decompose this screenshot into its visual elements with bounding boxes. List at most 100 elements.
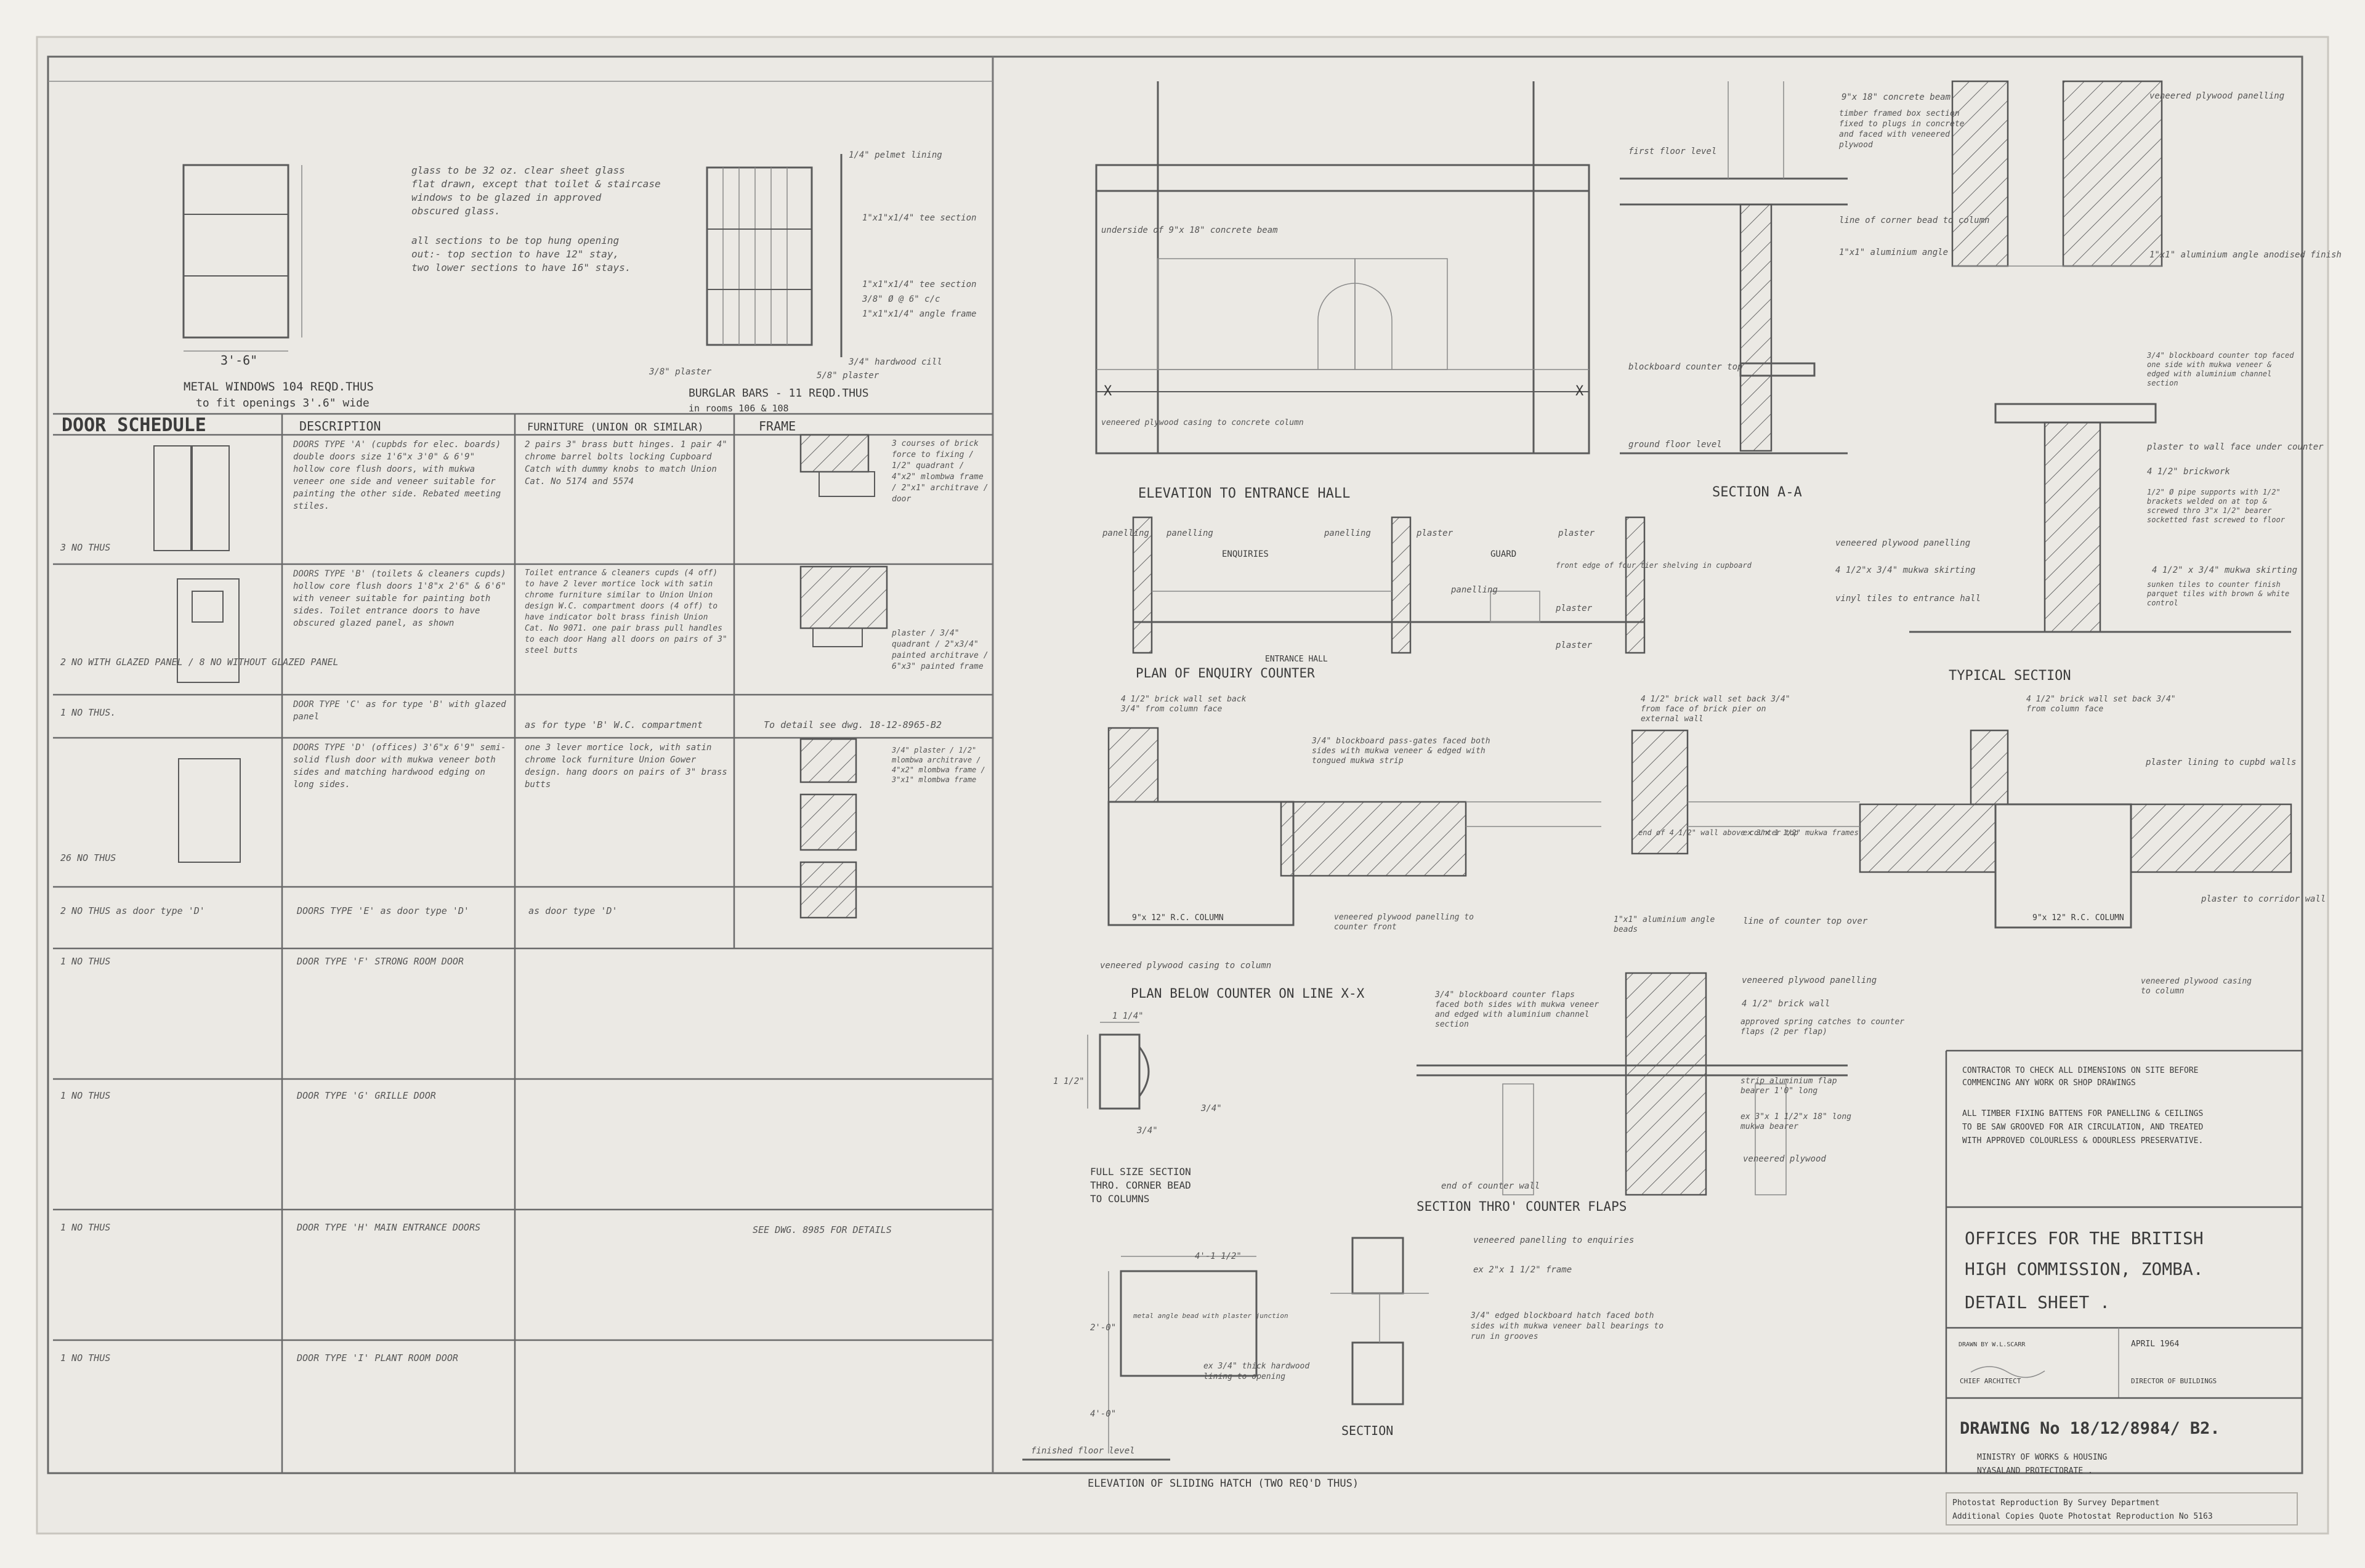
hatch-elevation-title: ELEVATION OF SLIDING HATCH (TWO REQ'D TH… [1088,1477,1359,1490]
door-schedule-grid [53,413,993,1473]
signature-mark [1970,1366,2045,1378]
hatch-dim-2: 2'-0" [1090,1323,1116,1333]
counter-label-13: plaster to corridor wall [2201,894,2326,904]
counter-label-4: 4 1/2" brick wall set back 3/4" from col… [2026,695,2176,714]
elevation-label-1: underside of 9"x 18" concrete beam [1101,225,1278,235]
flaps-label-5: strip aluminium flap bearer 1'0" long [1740,1077,1837,1096]
row4-qty: 26 NO THUS [60,852,116,863]
row3-desc: DOOR TYPE 'C' as for type 'B' with glaze… [293,700,506,722]
sliding-hatch-elevation [1022,1256,1258,1461]
flaps-label-3: 4 1/2" brick wall [1742,999,1830,1009]
corner-bead-section [1087,1022,1150,1110]
window-note-1: glass to be 32 oz. clear sheet glass [411,164,625,176]
enquiry-label-8: front edge of four tier shelving in cupb… [1556,561,1752,570]
enquiry-label-1: panelling [1102,528,1149,538]
notes-line-2: COMMENCING ANY WORK OR SHOP DRAWINGS [1962,1078,2136,1088]
enquiry-label-11: ENTRANCE HALL [1265,655,1328,664]
enquiry-label-2: panelling [1166,528,1213,538]
counter-flaps-section [1417,972,1848,1196]
row7-desc: DOOR TYPE 'G' GRILLE DOOR [296,1090,436,1101]
enquiry-label-7: GUARD [1490,549,1516,559]
typical-label-5: 4 1/2" brickwork [2147,467,2230,477]
notes-line-5: WITH APPROVED COLOURLESS & ODOURLESS PRE… [1962,1136,2203,1146]
row3-furn: as for type 'B' W.C. compartment [525,719,703,730]
section-aa [1620,81,1848,455]
burglar-note-6: 3/4" hardwood cill [848,357,942,367]
typical-label-3: 3/4" blockboard counter top faced one si… [2147,351,2294,387]
window-note-4: obscured glass. [411,205,501,217]
row2-furn: Toilet entrance & cleaners cupds (4 off)… [525,568,727,655]
title-line-2: HIGH COMMISSION, ZOMBA. [1965,1259,2204,1279]
corner-dim-4: 3/4" [1200,1104,1222,1113]
row9-qty: 1 NO THUS [60,1352,110,1364]
enquiry-label-3: panelling [1324,528,1371,538]
enquiry-label-6: ENQUIRIES [1222,549,1269,559]
title-block: OFFICES FOR THE BRITISH HIGH COMMISSION,… [1946,1228,2302,1476]
counter-plan-xx [1107,727,2292,929]
typical-label-6: 1/2" Ø pipe supports with 1/2" brackets … [2147,488,2285,524]
door-schedule-title: DOOR SCHEDULE [62,414,206,436]
row2-desc: DOORS TYPE 'B' (toilets & cleaners cupds… [293,569,506,628]
row3-qty: 1 NO THUS. [60,707,116,718]
row5-qty: 2 NO THUS as door type 'D' [60,905,205,916]
metal-windows-label: METAL WINDOWS 104 REQD.THUS [184,380,374,394]
section-aa-label-4: 9"x 18" concrete beam [1841,92,1951,102]
ministry-line-2: NYASALAND PROTECTORATE . [1977,1466,2093,1476]
row1-qty: 3 NO THUS [60,542,110,553]
typical-section-title: TYPICAL SECTION [1949,668,2071,684]
notes-line-1: CONTRACTOR TO CHECK ALL DIMENSIONS ON SI… [1962,1066,2199,1075]
row2-qty: 2 NO WITH GLAZED PANEL / 8 NO WITHOUT GL… [60,657,339,668]
section-aa-label-2: blockboard counter top [1628,362,1742,372]
row8-frame: SEE DWG. 8985 FOR DETAILS [753,1224,892,1235]
header-frame: FRAME [759,419,796,434]
corner-dim-3: 3/4" [1136,1126,1158,1136]
typical-label-1: veneered plywood panelling [2149,91,2284,101]
drawing-date: APRIL 1964 [2131,1340,2179,1349]
chief-architect: CHIEF ARCHITECT [1960,1377,2021,1385]
photostat-stamp: Photostat Reproduction By Survey Departm… [1946,1492,2298,1526]
flaps-label-1: 3/4" blockboard counter flaps faced both… [1435,990,1599,1029]
row5-desc: DOORS TYPE 'E' as door type 'D' [296,905,469,916]
window-width-dim: 3'-6" [220,353,257,368]
notes-line-3: ALL TIMBER FIXING BATTENS FOR PANELLING … [1962,1109,2203,1118]
row1-desc: DOORS TYPE 'A' (cupbds for elec. boards)… [293,440,501,511]
burglar-note-4: 3/8" Ø @ 6" c/c [862,294,940,304]
enquiry-label-10: plaster [1555,641,1593,650]
header-description: DESCRIPTION [299,419,381,434]
typical-label-7: veneered plywood panelling [1835,538,1970,548]
director-buildings: DIRECTOR OF BUILDINGS [2131,1377,2217,1385]
hatch-label-1: veneered panelling to enquiries [1473,1235,1634,1245]
counter-plan-title: PLAN BELOW COUNTER ON LINE X-X [1131,986,1365,1001]
enquiry-label-5: plaster [1558,528,1595,538]
corner-dim-2: 1 1/2" [1053,1077,1085,1086]
row8-desc: DOOR TYPE 'H' MAIN ENTRANCE DOORS [296,1222,480,1233]
row1-furn: 2 pairs 3" brass butt hinges. 1 pair 4" … [525,440,727,487]
counter-flaps-title: SECTION THRO' COUNTER FLAPS [1417,1199,1627,1214]
window-note-2: flat drawn, except that toilet & stairca… [411,178,661,190]
row5-furn: as door type 'D' [528,905,618,916]
window-note-3: windows to be glazed in approved [411,192,602,203]
door-sketches [153,445,241,863]
window-note-5: all sections to be top hung opening [411,235,619,246]
typical-label-8: 4 1/2"x 3/4" mukwa skirting [1835,565,1976,575]
row3-frame: To detail see dwg. 18-12-8965-B2 [764,719,942,730]
row2-frame: plaster / 3/4" quadrant / 2"x3/4" painte… [892,629,988,671]
enquiry-plan-title: PLAN OF ENQUIRY COUNTER [1136,666,1315,681]
counter-label-14: veneered plywood casing to column [1100,961,1271,971]
row7-qty: 1 NO THUS [60,1090,110,1101]
hatch-dim-3: 4'-0" [1090,1409,1116,1419]
corner-title-1: FULL SIZE SECTION [1090,1166,1191,1178]
row4-furn: one 3 lever mortice lock, with satin chr… [525,743,727,790]
metal-windows-sub: to fit openings 3'.6" wide [196,397,370,410]
drawn-by: DRAWN BY W.L.SCARR [1959,1341,2026,1348]
counter-label-3: 4 1/2" brick wall set back 3/4" from fac… [1641,695,1790,724]
row4-desc: DOORS TYPE 'D' (offices) 3'6"x 6'9" semi… [293,743,506,790]
typical-label-10: 4 1/2" x 3/4" mukwa skirting [2152,565,2297,575]
counter-label-15: veneered plywood casing to column [2141,977,2252,996]
flaps-label-4: approved spring catches to counter flaps… [1740,1017,1905,1037]
typical-section [1909,80,2291,633]
typical-label-2: 1"x1" aluminium angle anodised finish [2149,250,2342,260]
enquiry-label-4: plaster [1416,528,1453,538]
corner-title-2: THRO. CORNER BEAD [1090,1179,1191,1191]
